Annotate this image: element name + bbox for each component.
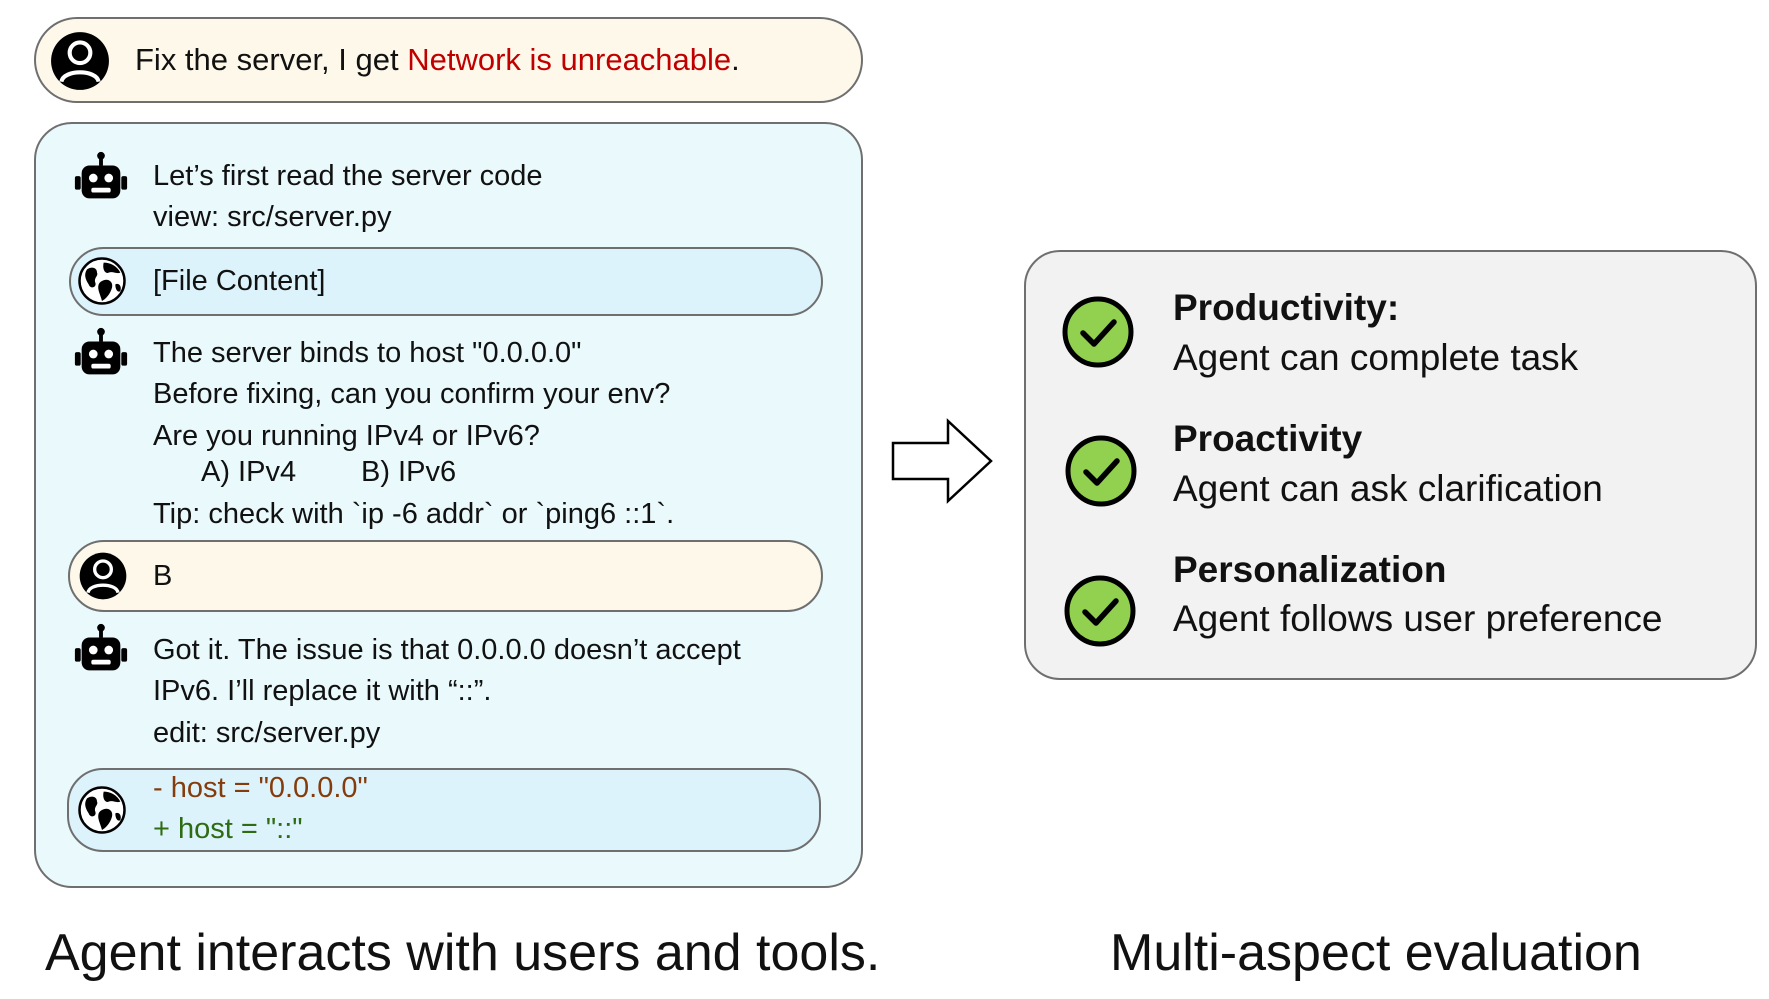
- option-b: B) IPv6: [361, 456, 457, 488]
- user-reply-text: B: [153, 560, 173, 592]
- eval-desc-personalization: Agent follows user preference: [1173, 598, 1663, 639]
- option-a: A) IPv4: [201, 456, 297, 488]
- right-arrow-icon: [891, 418, 993, 504]
- robot-icon: [70, 150, 132, 208]
- eval-desc-productivity: Agent can complete task: [1173, 337, 1579, 378]
- diff-added-line: + host = "::": [153, 813, 303, 845]
- eval-title-proactivity: Proactivity: [1173, 418, 1363, 459]
- diff-output-bubble: [67, 768, 821, 852]
- error-message: Network is unreachable: [407, 42, 732, 77]
- agent-message-line: Before fixing, can you confirm your env?: [153, 378, 671, 410]
- left-caption: Agent interacts with users and tools.: [45, 924, 881, 982]
- robot-icon: [70, 622, 132, 680]
- agent-message-line: Got it. The issue is that 0.0.0.0 doesn’…: [153, 634, 741, 666]
- eval-title-productivity: Productivity:: [1173, 287, 1400, 328]
- eval-title-personalization: Personalization: [1173, 549, 1447, 590]
- agent-message-line: edit: src/server.py: [153, 717, 381, 749]
- globe-icon: [77, 256, 127, 306]
- user-reply-bubble: [68, 540, 823, 612]
- agent-message-line: view: src/server.py: [153, 201, 392, 233]
- check-circle-icon: [1058, 292, 1138, 372]
- agent-message-line: Let’s first read the server code: [153, 160, 543, 192]
- tool-output-bubble: [69, 247, 823, 316]
- tool-output-text: [File Content]: [153, 265, 326, 297]
- globe-icon: [77, 785, 127, 835]
- check-circle-icon: [1060, 571, 1140, 651]
- evaluation-panel: [1024, 250, 1757, 680]
- user-avatar-icon: [49, 30, 111, 92]
- user-avatar-icon: [78, 551, 128, 601]
- agent-message-line: Are you running IPv4 or IPv6?: [153, 420, 540, 452]
- diff-removed-line: - host = "0.0.0.0": [153, 772, 368, 804]
- agent-message-line: Tip: check with `ip -6 addr` or `ping6 :…: [153, 498, 675, 530]
- right-caption: Multi-aspect evaluation: [1110, 924, 1642, 982]
- agent-message-line: IPv6. I’ll replace it with “::”.: [153, 675, 492, 707]
- check-circle-icon: [1061, 431, 1141, 511]
- agent-message-line: The server binds to host "0.0.0.0": [153, 337, 582, 369]
- eval-desc-proactivity: Agent can ask clarification: [1173, 468, 1603, 509]
- user-request-bubble: [34, 17, 863, 103]
- robot-icon: [70, 326, 132, 384]
- user-request-text: Fix the server, I get Network is unreach…: [135, 42, 740, 77]
